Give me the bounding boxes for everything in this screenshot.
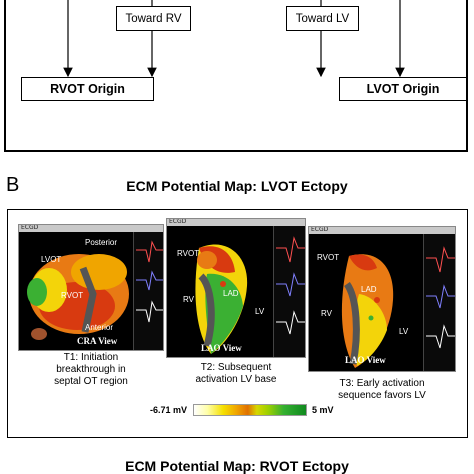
caption-t1-line-3: septal OT region xyxy=(54,376,128,387)
toward-rv-box: Toward RV xyxy=(116,6,191,31)
potential-color-scale xyxy=(193,404,307,416)
view-label-1: CRA View xyxy=(77,336,118,346)
label-lv: LV xyxy=(399,327,409,336)
caption-t1-line-1: T1: Initiation xyxy=(63,352,119,363)
rvot-origin-box: RVOT Origin xyxy=(21,77,154,101)
map-window-1: ECGD Posterior LVOT RVOT Anterior CRA Vi… xyxy=(18,224,164,351)
heart-map-3 xyxy=(341,254,394,368)
ecg-traces-3 xyxy=(423,234,455,371)
next-section-title: ECM Potential Map: RVOT Ectopy xyxy=(125,458,349,474)
toward-rv-label: Toward RV xyxy=(125,12,182,25)
caption-t1-line-2: breakthrough in xyxy=(56,364,126,375)
window-titlebar: ECGD xyxy=(167,219,305,226)
view-label-2: LAO View xyxy=(201,343,242,353)
heart-map-2 xyxy=(195,244,248,354)
toward-lv-label: Toward LV xyxy=(295,12,350,25)
panel-b-letter: B xyxy=(6,174,20,196)
label-lad: LAD xyxy=(223,289,239,298)
scale-min-label: -6.71 mV xyxy=(150,405,188,415)
caption-t2: T2: Subsequent activation LV base xyxy=(166,362,306,386)
label-lad: LAD xyxy=(361,285,377,294)
lvot-origin-label: LVOT Origin xyxy=(366,82,440,96)
panel-a-connectors xyxy=(63,0,405,78)
caption-t3: T3: Early activation sequence favors LV xyxy=(308,378,456,402)
caption-t3-line-1: T3: Early activation xyxy=(339,378,425,389)
ecg-traces-2 xyxy=(273,226,305,357)
map-window-3: ECGD RVOT LAD RV LV LAO View xyxy=(308,226,456,372)
window-logo: ECGD xyxy=(21,224,39,231)
toward-lv-box: Toward LV xyxy=(286,6,359,31)
panel-a-frame xyxy=(4,0,468,152)
label-anterior: Anterior xyxy=(85,323,114,332)
window-titlebar: ECGD xyxy=(309,227,455,234)
panel-b-title: ECM Potential Map: LVOT Ectopy xyxy=(126,178,348,194)
window-logo: ECGD xyxy=(311,226,329,233)
map-window-2: ECGD RVOT RV LAD LV LAO View xyxy=(166,218,306,358)
label-rvot: RVOT xyxy=(317,253,340,262)
caption-t1: T1: Initiation breakthrough in septal OT… xyxy=(18,352,164,388)
caption-t3-line-2: sequence favors LV xyxy=(338,390,426,401)
label-lv: LV xyxy=(255,307,265,316)
label-rvot: RVOT xyxy=(61,291,84,300)
lvot-origin-box: LVOT Origin xyxy=(339,77,467,101)
caption-t2-line-2: activation LV base xyxy=(195,374,277,385)
label-rv: RV xyxy=(321,309,332,318)
ecg-traces-1 xyxy=(133,232,163,350)
label-rvot: RVOT xyxy=(177,249,200,258)
window-titlebar: ECGD xyxy=(19,225,163,232)
rvot-origin-label: RVOT Origin xyxy=(50,82,125,96)
caption-t2-line-1: T2: Subsequent xyxy=(200,362,272,373)
view-label-3: LAO View xyxy=(345,355,386,365)
heart-map-1 xyxy=(27,254,129,340)
scale-max-label: 5 mV xyxy=(312,405,334,415)
window-logo: ECGD xyxy=(169,218,187,225)
label-posterior: Posterior xyxy=(85,238,118,247)
label-rv: RV xyxy=(183,295,194,304)
label-lvot: LVOT xyxy=(41,255,62,264)
